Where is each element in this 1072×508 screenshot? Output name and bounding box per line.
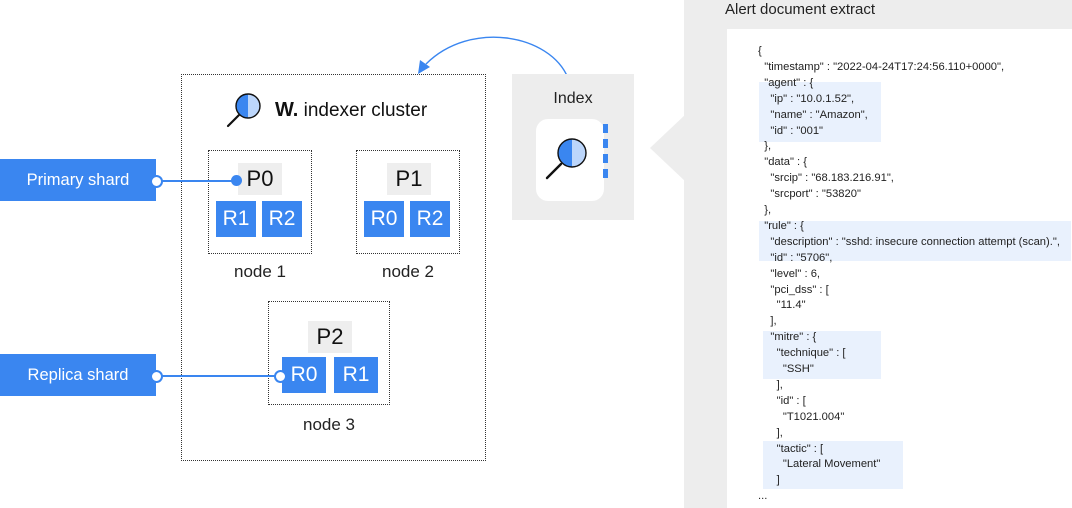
json-line: { [758,45,762,57]
shard-r1-node1: R1 [216,201,256,237]
shard-r1-node3: R1 [334,357,378,393]
json-line: "name" : "Amazon", [758,108,868,121]
node-3-label: node 3 [303,415,355,434]
shard-p0: P0 [238,163,282,195]
highlight-mitre [763,331,881,379]
primary-shard-label: Primary shard [0,159,156,201]
panel-pointer [650,114,686,182]
json-line: "srcport" : "53820" [758,188,861,201]
json-line: "agent" : { [758,76,814,89]
shard-p2: P2 [308,321,352,353]
json-line: "pci_dss" : [ [758,283,829,296]
json-line: ... [758,490,768,503]
json-line: "rule" : { [758,219,804,232]
replica-shard-label: Replica shard [0,354,156,396]
json-line: ] [758,474,780,487]
replica-shard-dot-end [274,370,287,383]
magnifier-logo-icon [226,93,261,128]
json-line: "id" : [ [758,394,806,407]
json-line: "id" : "001" [758,124,824,137]
index-magnifier-icon [545,138,587,180]
json-line: "id" : "5706", [758,251,833,264]
json-line: "technique" : [ [758,347,846,360]
node-2-label: node 2 [382,262,434,281]
replica-shard-connector [156,375,280,377]
json-line: ], [758,426,783,439]
shard-r0-node2: R0 [364,201,404,237]
panel-title: Alert document extract [725,1,876,18]
json-line: "description" : "sshd: insecure connecti… [758,235,1060,248]
node-3-box [268,301,390,405]
index-to-cluster-arrow [418,36,569,79]
node-1-box [208,150,312,254]
highlight-tactic [763,441,903,489]
cluster-title-text: indexer cluster [303,100,428,121]
json-line: "ip" : "10.0.1.52", [758,92,855,105]
shard-r0-node3: R0 [282,357,326,393]
json-line: "data" : { [758,156,807,169]
json-line: }, [758,204,772,216]
replica-shard-dot-start [150,370,163,383]
json-line: "T1021.004" [758,410,845,423]
json-line: ], [758,315,777,328]
primary-shard-dot-start [150,175,163,188]
json-line: "SSH" [758,363,814,375]
json-line: "Lateral Movement" [758,458,881,471]
shard-r2-node2: R2 [410,201,450,237]
alert-document: { "timestamp" : "2022-04-24T17:24:56.110… [727,29,1072,508]
json-line: "mitre" : { [758,331,817,344]
json-line: "srcip" : "68.183.216.91", [758,172,894,185]
primary-shard-connector [156,180,234,182]
shard-r2-node1: R2 [262,201,302,237]
json-line: }, [758,140,772,153]
index-dashes-icon [603,124,608,178]
json-line: "11.4" [758,299,806,312]
primary-shard-dot-end [231,175,242,186]
json-line: "level" : 6, [758,267,821,280]
cluster-title: W. indexer cluster [275,99,427,122]
brand-logo-text: W. [275,99,299,121]
json-line: "tactic" : [ [758,442,824,455]
highlight-agent [759,82,881,142]
highlight-rule [759,221,1071,261]
json-line: ], [758,378,783,391]
json-line: "timestamp" : "2022-04-24T17:24:56.110+0… [758,60,1005,73]
shard-p1: P1 [387,163,431,195]
indexer-cluster [181,74,486,461]
index-label: Index [553,90,593,107]
node-2-box [356,150,460,254]
node-1-label: node 1 [234,262,286,281]
